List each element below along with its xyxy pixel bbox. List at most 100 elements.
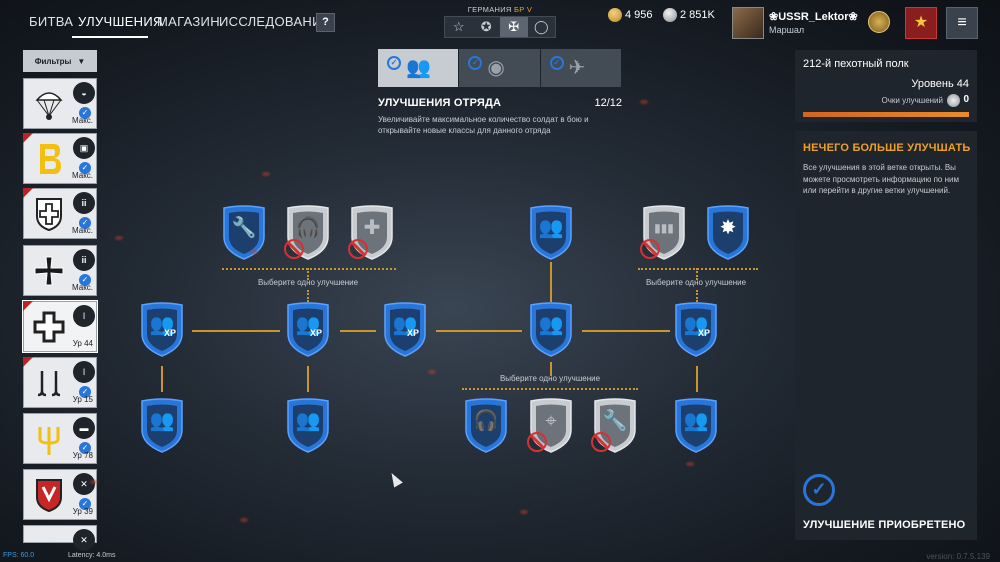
upgrade-node-radio[interactable]: 🎧 (462, 398, 510, 454)
squad-xp-icon: 👥 (392, 314, 418, 336)
squad-card-3[interactable]: ⅲ ✓ Макс. (23, 188, 97, 239)
tab-soldier-upgrades[interactable]: ✓ ◉ (459, 49, 540, 87)
nation-selector: ☆ ✪ ✠ ◯ (444, 16, 556, 38)
upgrade-node-squad-large[interactable]: 👥 (527, 302, 575, 358)
squad-card-6[interactable]: ǀ ✓ Ур 15 (23, 357, 97, 408)
tab-equipment-upgrades[interactable]: ✓ ✈ (540, 49, 621, 87)
upgrade-node-sniper[interactable]: ⌖ (527, 398, 575, 454)
upgrade-node-xp[interactable]: 👥XP (381, 302, 429, 358)
upgrade-node-xp[interactable]: 👥XP (284, 302, 332, 358)
gold-coin-icon (608, 8, 622, 22)
upgrade-node-engineer[interactable]: 🔧 (591, 398, 639, 454)
vehicle-class-icon: ▣ (73, 137, 95, 159)
silver-balance[interactable]: 2 851K (663, 8, 715, 22)
squad-icon: 👥 (406, 57, 431, 79)
filters-button[interactable]: Фильтры ▼ (23, 50, 97, 72)
avatar[interactable] (732, 7, 764, 39)
new-badge (23, 301, 33, 311)
letter-b-emblem-icon (28, 138, 70, 180)
tab-battle[interactable]: БИТВА (29, 14, 74, 29)
shield-icon (384, 302, 426, 357)
check-icon: ✓ (549, 56, 564, 70)
check-icon: ✓ (79, 274, 91, 286)
ember-particle (262, 172, 270, 176)
squad-card-1[interactable]: ◒ ✓ Макс. (23, 78, 97, 129)
upgrade-node-squad[interactable]: 👥 (672, 398, 720, 454)
upgrade-node-headset[interactable]: 🎧 (284, 205, 332, 261)
upgrade-points-label: Очки улучшений (881, 96, 943, 105)
profile-name[interactable]: ❀USSR_Lektor❀ (769, 11, 858, 23)
top-bar: БИТВА УЛУЧШЕНИЯ МАГАЗИН ИССЛЕДОВАНИЯ ? Г… (0, 0, 1000, 44)
parachute-icon (28, 83, 70, 125)
upgrade-node-explosive[interactable]: ✸ (704, 205, 752, 261)
germany-cross-icon[interactable]: ✠ (500, 17, 528, 37)
choose-one-label: Выберите одно улучшение (645, 278, 747, 287)
squad-card-8[interactable]: ✕ ✓ Ур 39 (23, 469, 97, 520)
large-squad-icon: 👥 (538, 314, 564, 336)
squad-icon: 👥 (149, 410, 175, 432)
squad-card-9[interactable]: ✕ (23, 525, 97, 551)
help-button[interactable]: ? (316, 13, 335, 32)
squad-card-5[interactable]: ǀ Ур 44 (23, 301, 97, 352)
blocked-icon (527, 432, 547, 452)
level-progress-fill (803, 112, 969, 117)
upgrade-node-squad[interactable]: 👥 (284, 398, 332, 454)
usa-star-icon[interactable]: ✪ (480, 19, 492, 34)
tree-connector (192, 330, 280, 332)
rifleman-class-icon: ǀ (73, 361, 95, 383)
choose-one-label: Выберите одно улучшение (257, 278, 359, 287)
engineer-class-icon: ✕ (73, 473, 95, 495)
check-icon: ✓ (79, 162, 91, 174)
squad-card-2[interactable]: ▣ ✓ Макс. (23, 133, 97, 184)
shield-icon (465, 398, 507, 453)
gold-balance[interactable]: 4 956 (608, 8, 653, 22)
squad-card-7[interactable]: ▬ ✓ Ур 78 (23, 413, 97, 464)
ember-particle (686, 462, 694, 466)
ember-particle (428, 370, 436, 374)
upgrade-node-wrench[interactable]: 🔧 (220, 205, 268, 261)
upgrade-node-ammo[interactable]: ▮▮▮ (640, 205, 688, 261)
star-badge-button[interactable]: ★ (905, 7, 937, 39)
tab-shop[interactable]: МАГАЗИН (157, 14, 220, 29)
new-badge (23, 133, 33, 143)
iron-cross-emblem-icon (28, 250, 70, 292)
upgrade-node-xp[interactable]: 👥XP (672, 302, 720, 358)
menu-button[interactable]: ≡ (946, 7, 978, 39)
squad-xp-icon: 👥 (295, 314, 321, 336)
tab-research[interactable]: ИССЛЕДОВАНИЯ (219, 14, 332, 29)
star-icon[interactable]: ☆ (452, 19, 465, 34)
squad-level: Ур 78 (72, 451, 93, 460)
panel-title: НЕЧЕГО БОЛЬШЕ УЛУЧШАТЬ (803, 142, 971, 154)
upgrade-node-medic[interactable]: ✚ (348, 205, 396, 261)
xp-label: XP (407, 328, 420, 338)
squad-level: Ур 44 (72, 339, 93, 348)
upgrade-category-tabs: ✓ 👥 ✓ ◉ ✓ ✈ (378, 49, 622, 87)
paratrooper-class-icon: ◒ (73, 82, 95, 104)
ring-icon[interactable]: ◯ (533, 19, 549, 34)
wrench-icon: 🔧 (231, 217, 257, 239)
shield-icon (223, 205, 265, 260)
rank-medal-icon[interactable] (868, 11, 890, 33)
squad-level: Макс. (71, 116, 93, 125)
shield-icon (530, 302, 572, 357)
tree-connector (550, 362, 552, 376)
new-badge (23, 357, 33, 367)
cross-shield-emblem-icon (28, 193, 70, 235)
shield-icon (707, 205, 749, 260)
shield-icon (530, 205, 572, 260)
squad-level: Макс. (71, 283, 93, 292)
upgrade-node-squad-size[interactable]: 👥 (527, 205, 575, 261)
upgrade-node-squad[interactable]: 👥 (138, 398, 186, 454)
infantry-class-icon: ⅲ (73, 249, 95, 271)
tab-squad-upgrades[interactable]: ✓ 👥 (378, 49, 459, 87)
tree-connector (307, 366, 309, 392)
check-icon: ✓ (79, 107, 91, 119)
upgrade-node-xp[interactable]: 👥XP (138, 302, 186, 358)
engineer-class-icon: ✕ (73, 529, 95, 551)
ember-particle (640, 100, 648, 104)
battle-rating: БР V (514, 5, 533, 14)
ember-particle (520, 510, 528, 514)
tab-upgrades[interactable]: УЛУЧШЕНИЯ (78, 14, 163, 29)
squad-card-4[interactable]: ⅲ ✓ Макс. (23, 245, 97, 296)
ember-particle (240, 518, 248, 522)
